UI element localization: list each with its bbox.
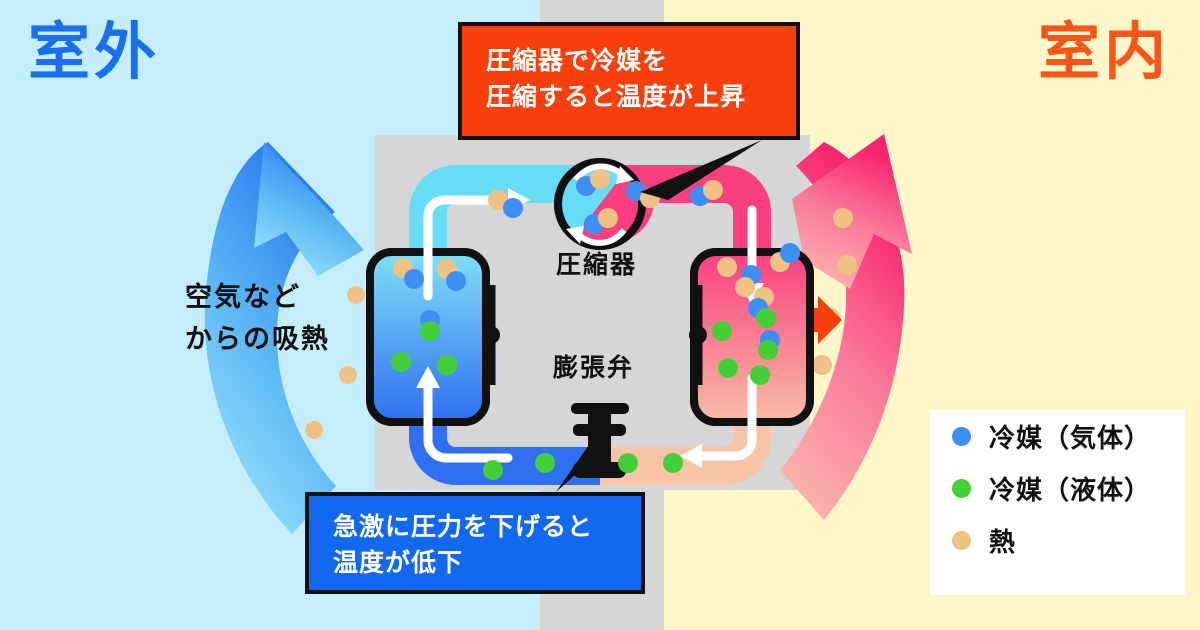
expansion-callout: 急激に圧力を下げると 温度が低下 bbox=[305, 492, 645, 594]
expansion-callout-line2: 温度が低下 bbox=[333, 549, 464, 578]
outdoor-zone-label: 室外 bbox=[28, 18, 161, 87]
expansion-valve-label: 膨張弁 bbox=[553, 354, 635, 382]
compressor-callout: 圧縮器で冷媒を 圧縮すると温度が上昇 bbox=[458, 22, 800, 140]
legend-item-heat: 熱 bbox=[930, 514, 1185, 566]
legend-label-liquid: 冷媒（液体） bbox=[989, 474, 1152, 505]
refrigerant-particles bbox=[391, 169, 800, 480]
compressor-callout-line1: 圧縮器で冷媒を bbox=[486, 47, 669, 75]
fin-symbol-left bbox=[482, 285, 500, 385]
compressor-label: 圧縮器 bbox=[556, 251, 638, 279]
condenser-body bbox=[694, 252, 810, 422]
indoor-zone-label: 室内 bbox=[1037, 18, 1170, 87]
legend-label-heat: 熱 bbox=[989, 526, 1017, 557]
expansion-callout-line1: 急激に圧力を下げると bbox=[333, 513, 594, 541]
legend-label-gas: 冷媒（気体） bbox=[989, 422, 1152, 453]
green-dot-icon bbox=[952, 478, 971, 498]
fin-symbol-right bbox=[689, 285, 707, 385]
heat-absorption-line1: 空気など bbox=[185, 282, 301, 312]
compressor-callout-leader bbox=[640, 140, 762, 200]
legend-item-gas: 冷媒（気体） bbox=[930, 410, 1185, 462]
heat-absorption-line2: からの吸熱 bbox=[185, 323, 330, 354]
compressor-callout-line2: 圧縮すると温度が上昇 bbox=[486, 83, 747, 112]
legend: 冷媒（気体） 冷媒（液体） 熱 bbox=[930, 410, 1185, 595]
heat-absorption-text: 空気など からの吸熱 bbox=[185, 277, 330, 361]
tan-dot-icon bbox=[952, 530, 971, 550]
blue-dot-icon bbox=[952, 426, 971, 446]
legend-item-liquid: 冷媒（液体） bbox=[930, 462, 1185, 514]
valve-callout-leader bbox=[556, 432, 610, 492]
